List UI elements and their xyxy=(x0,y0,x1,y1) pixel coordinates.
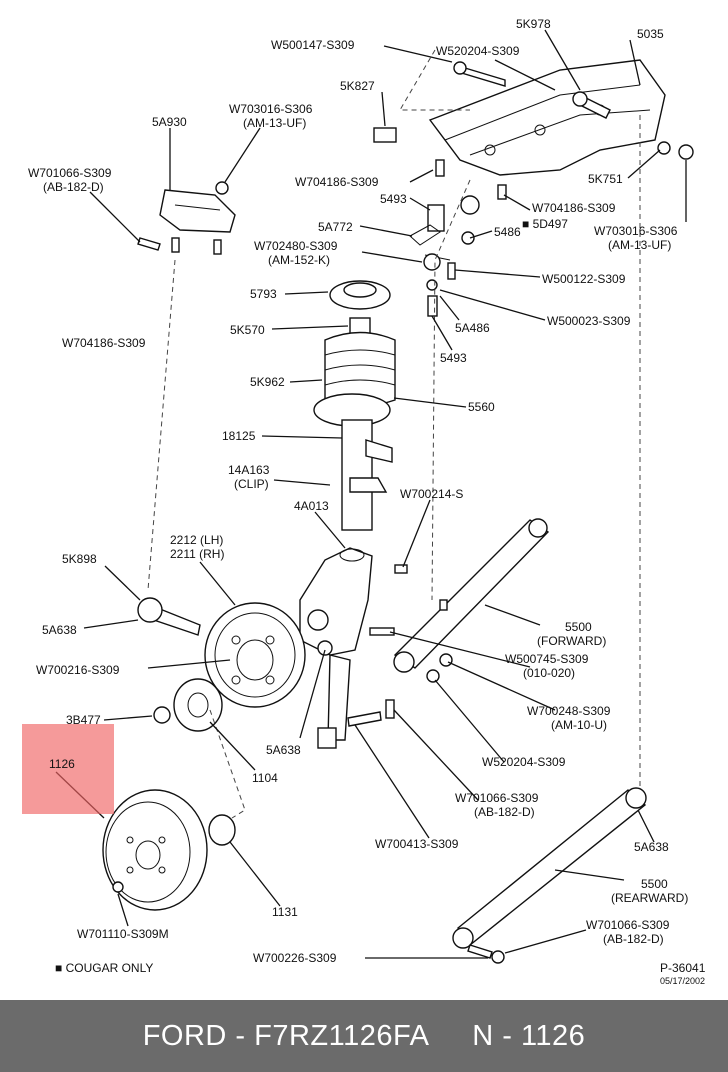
assembly-lines xyxy=(147,49,641,819)
label-5k827: 5K827 xyxy=(340,79,375,93)
label-5k978: 5K978 xyxy=(516,17,551,31)
label-w700248-code: (AM-10-U) xyxy=(551,718,607,732)
label-w520204-bottom: W520204-S309 xyxy=(482,755,566,769)
label-w703016-right: W703016-S306 xyxy=(594,224,678,238)
label-5500-forward: 5500 xyxy=(565,620,592,634)
stabilizer-link xyxy=(409,204,475,317)
label-w701066-left-code: (AB-182-D) xyxy=(43,180,104,194)
label-w703016-left: W703016-S306 xyxy=(229,102,313,116)
label-1131: 1131 xyxy=(272,905,298,919)
callout-labels: W500147-S309 W520204-S309 5K978 5035 5K8… xyxy=(28,17,706,986)
label-5k570: 5K570 xyxy=(230,323,265,337)
label-4a013: 4A013 xyxy=(294,499,329,513)
label-5035: 5035 xyxy=(637,27,664,41)
label-w704186-left: W704186-S309 xyxy=(62,336,146,350)
label-w500122: W500122-S309 xyxy=(542,272,626,286)
label-1104: 1104 xyxy=(252,771,278,785)
label-w702480-code: (AM-152-K) xyxy=(268,253,330,267)
label-w704186-mid: W704186-S309 xyxy=(295,175,379,189)
label-w700248: W700248-S309 xyxy=(527,704,611,718)
label-w500745: W500745-S309 xyxy=(505,652,589,666)
label-3b477: 3B477 xyxy=(66,713,101,727)
hub-and-drum xyxy=(102,678,236,911)
label-5k962: 5K962 xyxy=(250,375,285,389)
label-w701110: W701110-S309M xyxy=(77,927,169,941)
label-w500147: W500147-S309 xyxy=(271,38,355,52)
label-w700216: W700216-S309 xyxy=(36,663,120,677)
label-5793: 5793 xyxy=(250,287,277,301)
label-5d497: ■ 5D497 xyxy=(522,217,568,231)
label-2211: 2211 (RH) xyxy=(170,547,224,561)
label-w703016-left-code: (AM-13-UF) xyxy=(243,116,306,130)
knuckle-4a013 xyxy=(299,547,408,749)
label-w704186-right: W704186-S309 xyxy=(532,201,616,215)
label-5560: 5560 xyxy=(468,400,495,414)
legend-cougar-only: ■ COUGAR ONLY xyxy=(55,961,153,975)
exploded-suspension-diagram: W500147-S309 W520204-S309 5K978 5035 5K8… xyxy=(28,17,706,986)
label-w701066-mid-code: (AB-182-D) xyxy=(474,805,535,819)
drawing-number: P-36041 xyxy=(660,961,706,975)
label-5k898: 5K898 xyxy=(62,552,97,566)
label-14a163: 14A163 xyxy=(228,463,270,477)
label-5a638-mid: 5A638 xyxy=(266,743,301,757)
part-number-footer: FORD - F7RZ1126FA N - 1126 xyxy=(0,1000,728,1072)
leader-lines xyxy=(55,29,687,959)
label-w520204-top: W520204-S309 xyxy=(436,44,520,58)
label-w701066-left: W701066-S309 xyxy=(28,166,112,180)
label-5493-top: 5493 xyxy=(380,192,407,206)
label-18125: 18125 xyxy=(222,429,256,443)
label-w701066-bottom-code: (AB-182-D) xyxy=(603,932,664,946)
label-w500023: W500023-S309 xyxy=(547,314,631,328)
label-2212: 2212 (LH) xyxy=(170,533,223,547)
label-w703016-right-code: (AM-13-UF) xyxy=(608,238,671,252)
label-5a930: 5A930 xyxy=(152,115,187,129)
drawing-date: 05/17/2002 xyxy=(660,976,705,986)
label-5486: 5486 xyxy=(494,225,521,239)
label-w700226: W700226-S309 xyxy=(253,951,337,965)
strut-assembly xyxy=(313,280,396,531)
label-5500-rearward: 5500 xyxy=(641,877,668,891)
highlight-box xyxy=(22,724,114,814)
label-w500745-code: (010-020) xyxy=(523,666,575,680)
lower-arms xyxy=(137,518,647,964)
brake-backing-plate xyxy=(204,602,306,708)
label-w700413: W700413-S309 xyxy=(375,837,459,851)
label-5a772: 5A772 xyxy=(318,220,353,234)
label-5a486: 5A486 xyxy=(455,321,490,335)
label-clip: (CLIP) xyxy=(234,477,269,491)
label-forward: (FORWARD) xyxy=(537,634,606,648)
label-w702480: W702480-S309 xyxy=(254,239,338,253)
footer-part-number: FORD - F7RZ1126FA xyxy=(142,1019,430,1052)
label-w701066-mid: W701066-S309 xyxy=(455,791,539,805)
footer-gap xyxy=(429,1020,472,1053)
label-rearward: (REARWARD) xyxy=(611,891,688,905)
label-w701066-bottom: W701066-S309 xyxy=(586,918,670,932)
label-w700214: W700214-S xyxy=(400,487,463,501)
crossmember-5035 xyxy=(428,59,694,215)
label-5493-bottom: 5493 xyxy=(440,351,467,365)
label-5k751: 5K751 xyxy=(588,172,623,186)
label-5a638-left: 5A638 xyxy=(42,623,77,637)
footer-reference: N - 1126 xyxy=(472,1019,586,1052)
label-5a638-right: 5A638 xyxy=(634,840,669,854)
bracket-5a930 xyxy=(137,127,397,255)
